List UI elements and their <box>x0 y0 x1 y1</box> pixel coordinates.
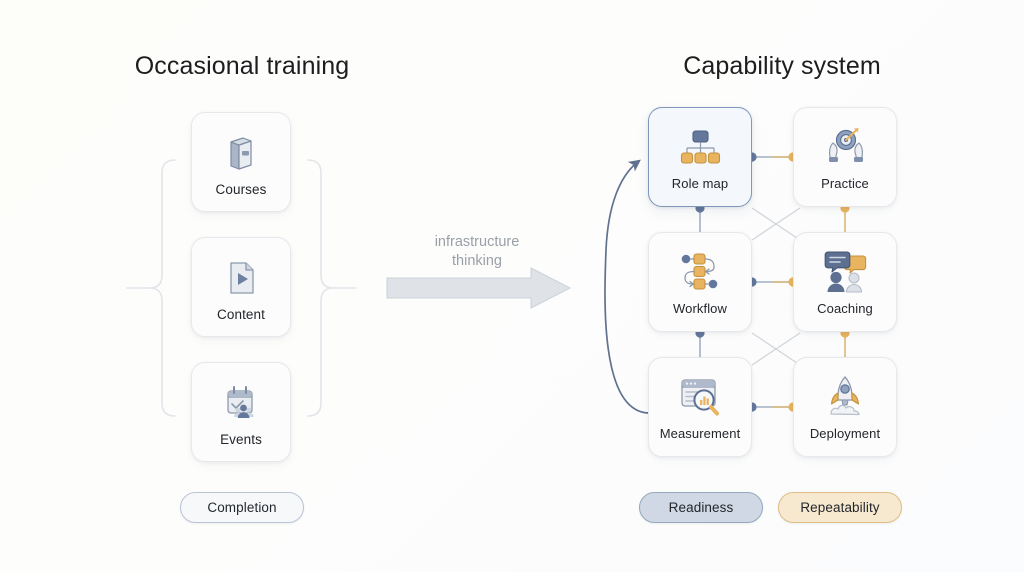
left-bracket-open <box>149 159 176 417</box>
pill-repeatability[interactable]: Repeatability <box>778 492 902 523</box>
card-coaching[interactable]: Coaching <box>793 232 897 332</box>
card-label: Events <box>220 432 262 447</box>
card-measurement[interactable]: Measurement <box>648 357 752 457</box>
card-content[interactable]: Content <box>191 237 291 337</box>
card-label: Role map <box>671 176 729 191</box>
card-label: Measurement <box>659 426 741 441</box>
hands-target-icon <box>821 121 869 173</box>
panel-title-right: Capability system <box>683 52 881 80</box>
card-label: Deployment <box>809 426 881 441</box>
calendar-people-icon <box>218 377 264 429</box>
pill-completion[interactable]: Completion <box>180 492 304 523</box>
card-practice[interactable]: Practice <box>793 107 897 207</box>
speech-people-icon <box>821 246 869 298</box>
card-label: Workflow <box>672 301 727 316</box>
grid-horizontal-links-orange <box>772 156 793 408</box>
card-label: Practice <box>821 176 869 191</box>
card-events[interactable]: Events <box>191 362 291 462</box>
workflow-nodes-icon <box>676 246 724 298</box>
card-courses[interactable]: Courses <box>191 112 291 212</box>
pill-readiness[interactable]: Readiness <box>639 492 763 523</box>
document-play-icon <box>218 252 264 304</box>
rocket-icon <box>821 371 869 423</box>
card-role-map[interactable]: Role map <box>648 107 752 207</box>
card-deployment[interactable]: Deployment <box>793 357 897 457</box>
card-label: Coaching <box>817 301 873 316</box>
transition-arrow-icon <box>386 267 572 309</box>
analytics-search-icon <box>676 371 724 423</box>
card-label: Courses <box>215 182 267 197</box>
books-icon <box>218 127 264 179</box>
card-workflow[interactable]: Workflow <box>648 232 752 332</box>
org-chart-icon <box>676 121 724 173</box>
panel-title-left: Occasional training <box>134 52 350 80</box>
transition-label: infrastructure thinking <box>393 233 561 271</box>
transition-line-1: infrastructure <box>434 234 520 250</box>
grid-horizontal-links <box>752 156 793 408</box>
left-bracket-close <box>307 159 334 417</box>
feedback-loop-arrow <box>604 159 650 414</box>
card-label: Content <box>217 307 265 322</box>
transition-line-2: thinking <box>452 253 502 269</box>
